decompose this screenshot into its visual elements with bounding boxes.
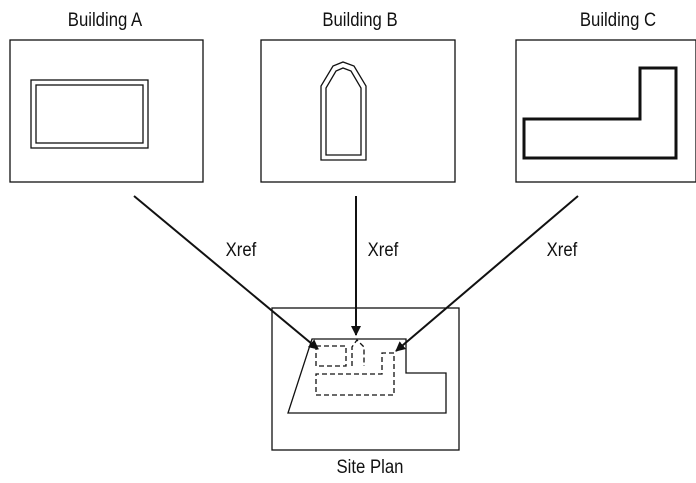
xref-label-b: Xref xyxy=(367,240,399,261)
building-c-outline xyxy=(522,66,678,160)
xref-arrow-a xyxy=(133,195,319,350)
xref-label-c: Xref xyxy=(546,240,578,261)
building-b-panel xyxy=(260,39,456,183)
xref-arrow-c xyxy=(395,195,579,352)
building-a-title: Building A xyxy=(67,10,143,31)
xref-label-a: Xref xyxy=(225,240,257,261)
xref-c-placeholder xyxy=(315,352,395,396)
site-plan-panel xyxy=(271,307,460,451)
site-boundary xyxy=(287,338,447,414)
xref-arrows xyxy=(133,195,579,352)
building-c-title: Building C xyxy=(579,10,657,31)
xref-placeholders xyxy=(315,338,395,396)
xref-a-placeholder xyxy=(315,345,347,367)
building-b-outline xyxy=(320,61,367,161)
building-b-title: Building B xyxy=(322,10,398,31)
site-plan-label: Site Plan xyxy=(336,457,404,478)
building-a-outline xyxy=(30,79,149,149)
building-a-panel xyxy=(9,39,204,183)
xref-b-placeholder xyxy=(351,338,365,366)
building-c-panel xyxy=(515,39,696,183)
